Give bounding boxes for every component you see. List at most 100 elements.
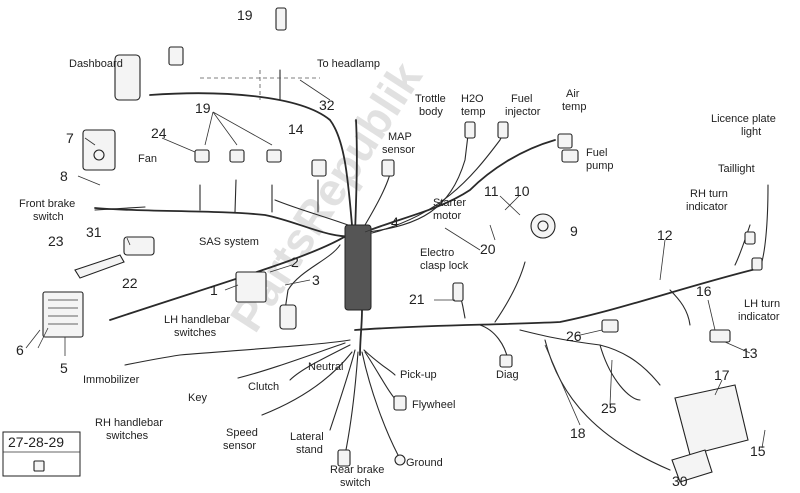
callout-32: 32 — [319, 97, 335, 113]
headlamp-bulb-19 — [275, 7, 287, 31]
callout-20: 20 — [480, 241, 496, 257]
callout-22: 22 — [122, 275, 138, 291]
label-starter-1: Starter — [433, 197, 466, 209]
parts-box-27-28-29: 27-28-29 — [2, 431, 81, 477]
components — [33, 7, 763, 483]
trottle-plug — [464, 121, 476, 139]
callout-17: 17 — [714, 367, 730, 383]
label-h2o-2: temp — [461, 106, 485, 118]
label-ground: Ground — [406, 457, 443, 469]
label-electro-1: Electro — [420, 247, 454, 259]
callout-19: 19 — [195, 100, 211, 116]
label-rear-brake-1: Rear brake — [330, 464, 384, 476]
callout-10: 10 — [514, 183, 530, 199]
label-clutch: Clutch — [248, 381, 279, 393]
callout-3: 3 — [312, 272, 320, 288]
callout-23: 23 — [48, 233, 64, 249]
label-h2o-1: H2O — [461, 93, 484, 105]
label-to-headlamp: To headlamp — [317, 58, 380, 70]
label-lh-handlebar-2: switches — [174, 327, 217, 339]
label-fan: Fan — [138, 153, 157, 165]
h2o-plug — [497, 121, 509, 139]
callout-11: 11 — [484, 183, 499, 199]
cable-23 — [74, 254, 125, 279]
label-diag: Diag — [496, 369, 519, 381]
callout-14: 14 — [288, 121, 304, 137]
label-rh-turn-1: RH turn — [690, 188, 728, 200]
callout-24: 24 — [151, 125, 167, 141]
label-front-brake-2: switch — [33, 211, 64, 223]
diag-plug — [499, 354, 513, 368]
callout-31: 31 — [86, 224, 102, 240]
label-rh-turn-2: indicator — [686, 201, 728, 213]
label-starter-2: motor — [433, 210, 461, 222]
callout-5: 5 — [60, 360, 68, 376]
callout-8: 8 — [60, 168, 68, 184]
relay-3 — [266, 149, 282, 163]
label-licence-2: light — [741, 126, 761, 138]
label-immobilizer: Immobilizer — [83, 374, 140, 386]
label-speed-1: Speed — [226, 427, 258, 439]
fuse-box-sleeve — [344, 224, 372, 311]
label-speed-2: sensor — [223, 440, 256, 452]
label-map-1: MAP — [388, 131, 412, 143]
label-front-brake-1: Front brake — [19, 198, 75, 210]
rear-brake-plug — [337, 449, 351, 467]
ground-ring — [394, 454, 406, 466]
callout-19-top: 19 — [237, 7, 253, 23]
label-flywheel: Flywheel — [412, 399, 455, 411]
label-rh-handlebar-1: RH handlebar — [95, 417, 163, 429]
label-dashboard: Dashboard — [69, 58, 123, 70]
label-licence-1: Licence plate — [711, 113, 776, 125]
regulator-5 — [42, 291, 84, 338]
label-air-temp-2: temp — [562, 101, 586, 113]
label-trottle-2: body — [419, 106, 443, 118]
map-plug — [381, 159, 395, 177]
label-rear-brake-2: switch — [340, 477, 371, 489]
label-rh-handlebar-2: switches — [106, 430, 149, 442]
callout-7: 7 — [66, 130, 74, 146]
callout-12: 12 — [657, 227, 673, 243]
parts-box-label: 27-28-29 — [8, 434, 64, 450]
callout-18: 18 — [570, 425, 586, 441]
callout-21: 21 — [409, 291, 425, 307]
fuse-holder-13 — [709, 329, 731, 343]
label-key: Key — [188, 392, 207, 404]
label-fuel-pump-2: pump — [586, 160, 614, 172]
label-fuel-injector-1: Fuel — [511, 93, 532, 105]
callout-26: 26 — [566, 328, 582, 344]
fuse-icon — [33, 460, 45, 472]
callout-4: 4 — [391, 214, 399, 230]
label-lh-turn-1: LH turn — [744, 298, 780, 310]
label-fuel-injector-2: injector — [505, 106, 541, 118]
callout-1: 1 — [210, 282, 218, 298]
callout-15: 15 — [750, 443, 766, 459]
label-lateral-2: stand — [296, 444, 323, 456]
callout-numbers: 19 32 19 24 14 7 8 31 23 22 1 2 3 4 6 5 … — [16, 7, 766, 489]
flywheel-plug — [393, 395, 407, 411]
callout-30: 30 — [672, 473, 688, 489]
relay-14 — [311, 159, 327, 177]
label-lh-turn-2: indicator — [738, 311, 780, 323]
label-air-temp-1: Air — [566, 88, 580, 100]
pad-30 — [671, 449, 713, 483]
label-lateral-1: Lateral — [290, 431, 324, 443]
label-trottle-1: Trottle — [415, 93, 446, 105]
label-taillight: Taillight — [718, 163, 755, 175]
air-temp-sensor — [557, 133, 573, 149]
relay-fan — [194, 149, 210, 163]
horn-22 — [123, 236, 155, 256]
battery-17 — [674, 384, 749, 456]
ecu-relay-1 — [235, 271, 267, 303]
turn-plug-lh — [751, 257, 763, 271]
label-neutral: Neutral — [308, 361, 343, 373]
fuel-pump-plug — [561, 149, 579, 163]
parts-box-frame — [2, 431, 81, 477]
callout-9: 9 — [570, 223, 578, 239]
dashboard-connector — [114, 54, 141, 101]
label-sas-system: SAS system — [199, 236, 259, 248]
label-electro-2: clasp lock — [420, 260, 469, 272]
bracket-hole — [93, 149, 105, 161]
